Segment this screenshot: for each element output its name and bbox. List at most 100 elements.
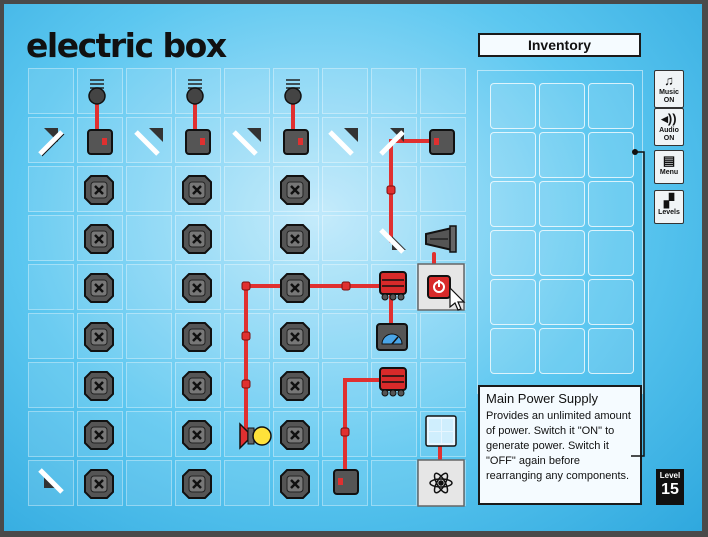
inventory-slot[interactable] xyxy=(490,83,536,129)
level-number: 15 xyxy=(661,481,679,498)
inventory-bracket xyxy=(631,151,645,457)
bracket-dot xyxy=(632,149,638,155)
mirror-components xyxy=(38,128,406,494)
junction xyxy=(241,379,251,389)
board-cell[interactable] xyxy=(420,313,466,359)
blocked-tile-icon xyxy=(182,273,212,303)
inventory-slot[interactable] xyxy=(539,279,585,325)
inventory-slot[interactable] xyxy=(588,328,634,374)
music-toggle-button[interactable]: ♫ Music ON xyxy=(654,70,684,108)
board-cell[interactable] xyxy=(126,362,172,408)
robot-component-lower[interactable] xyxy=(379,367,407,397)
blocked-tile-icon xyxy=(280,175,310,205)
board-cell[interactable] xyxy=(371,411,417,457)
board-cell[interactable] xyxy=(28,362,74,408)
mirror-icon xyxy=(379,228,406,254)
board-cell[interactable] xyxy=(28,411,74,457)
levels-button[interactable]: ▞ Levels xyxy=(654,190,684,224)
inventory-slot[interactable] xyxy=(490,181,536,227)
inventory-slot[interactable] xyxy=(539,181,585,227)
board-cell[interactable] xyxy=(420,166,466,212)
blocked-tile-icon xyxy=(280,273,310,303)
board-cell[interactable] xyxy=(126,117,172,163)
board-cell[interactable] xyxy=(126,68,172,114)
board-cell[interactable] xyxy=(28,264,74,310)
board-cell[interactable] xyxy=(322,166,368,212)
board-cell[interactable] xyxy=(322,215,368,261)
info-title: Main Power Supply xyxy=(486,391,598,406)
inventory-slot[interactable] xyxy=(588,230,634,276)
junction xyxy=(241,281,251,291)
info-description: Provides an unlimited amount of power. S… xyxy=(486,410,631,482)
inventory-slot[interactable] xyxy=(490,132,536,178)
inventory-slot[interactable] xyxy=(539,83,585,129)
blocked-tile-icon xyxy=(182,322,212,352)
board-cell[interactable] xyxy=(224,460,270,506)
wire xyxy=(389,139,436,243)
board-cell[interactable] xyxy=(224,117,270,163)
speaker-icon: ◂)) xyxy=(661,111,677,126)
robot-component-upper[interactable] xyxy=(379,271,407,301)
board-cell[interactable] xyxy=(126,166,172,212)
board-cell[interactable] xyxy=(420,362,466,408)
blocked-tile-icon xyxy=(182,224,212,254)
inventory-slot[interactable] xyxy=(588,181,634,227)
wire xyxy=(343,378,386,482)
atom-generator-component[interactable] xyxy=(417,459,465,507)
board-cell[interactable] xyxy=(126,215,172,261)
board-cell[interactable] xyxy=(28,166,74,212)
board-cell[interactable] xyxy=(28,313,74,359)
inventory-slot[interactable] xyxy=(588,83,634,129)
menu-button[interactable]: ▤ Menu xyxy=(654,150,684,184)
junction xyxy=(386,185,396,195)
board-cell[interactable] xyxy=(126,411,172,457)
inventory-slot[interactable] xyxy=(539,230,585,276)
board-cell[interactable] xyxy=(371,215,417,261)
inventory-slot[interactable] xyxy=(588,132,634,178)
blocker-tiles xyxy=(84,175,310,499)
audio-toggle-button[interactable]: ◂)) Audio ON xyxy=(654,108,684,146)
wire xyxy=(244,284,386,430)
light-bulb-component[interactable] xyxy=(239,422,272,450)
board-cell[interactable] xyxy=(322,68,368,114)
junction xyxy=(241,331,251,341)
board-cell[interactable] xyxy=(371,460,417,506)
blocked-tile-icon xyxy=(280,371,310,401)
board-cell[interactable] xyxy=(126,460,172,506)
receiver-components xyxy=(87,129,455,495)
board-cell[interactable] xyxy=(420,68,466,114)
board-cell[interactable] xyxy=(322,313,368,359)
blocked-tile-icon xyxy=(84,175,114,205)
mirror-icon xyxy=(38,128,65,157)
board-cell[interactable] xyxy=(28,68,74,114)
board-cell[interactable] xyxy=(371,68,417,114)
inventory-slot[interactable] xyxy=(490,328,536,374)
spring-icon xyxy=(186,79,204,105)
board-cell[interactable] xyxy=(126,313,172,359)
junction xyxy=(341,281,351,291)
blocked-tile-icon xyxy=(182,420,212,450)
board-cell[interactable] xyxy=(322,117,368,163)
inventory-slot[interactable] xyxy=(490,230,536,276)
spring-icon xyxy=(88,79,106,105)
inventory-slot[interactable] xyxy=(539,328,585,374)
laser-emitter-icon[interactable] xyxy=(425,225,457,253)
board-cell[interactable] xyxy=(224,68,270,114)
inventory-panel xyxy=(477,70,643,394)
blocked-tile-icon xyxy=(84,469,114,499)
light-panel-component[interactable] xyxy=(425,415,457,447)
inventory-slot[interactable] xyxy=(490,279,536,325)
board-cell[interactable] xyxy=(224,166,270,212)
component-info-panel: Main Power Supply Provides an unlimited … xyxy=(478,385,642,505)
inventory-slot[interactable] xyxy=(539,132,585,178)
blocked-tile-icon xyxy=(84,322,114,352)
junction xyxy=(340,427,350,437)
menu-icon: ▤ xyxy=(662,153,676,168)
board-cell[interactable] xyxy=(126,264,172,310)
board-cell[interactable] xyxy=(224,215,270,261)
mirror-icon xyxy=(38,468,64,494)
inventory-slot[interactable] xyxy=(588,279,634,325)
board-cell[interactable] xyxy=(28,215,74,261)
mirror-icon xyxy=(232,128,261,156)
meter-component[interactable] xyxy=(376,323,408,351)
